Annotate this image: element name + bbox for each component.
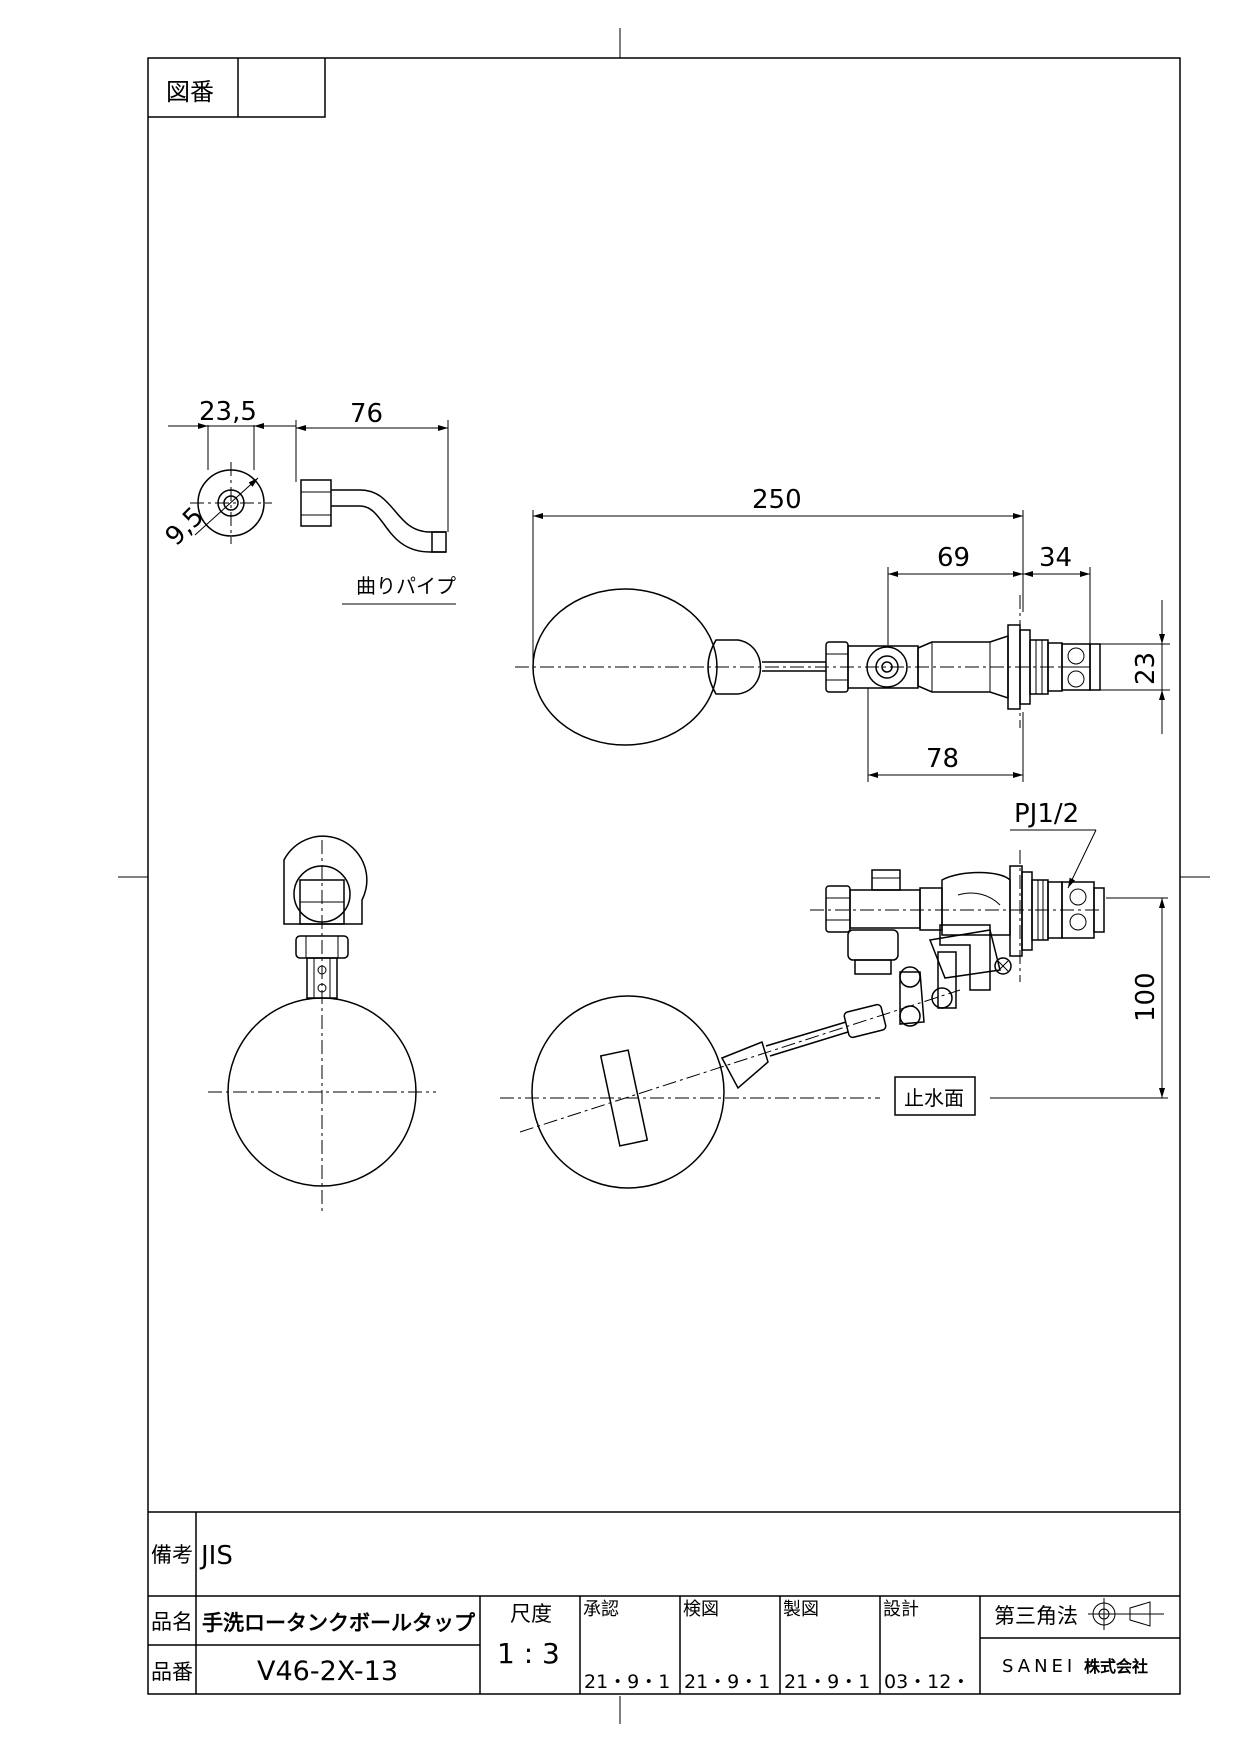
product-name-label: 品名	[151, 1610, 193, 1634]
dim-pipe-width: 23,5	[199, 397, 257, 427]
dim-total-length: 250	[752, 485, 802, 515]
bent-pipe-detail: 9,5 23,5 76 曲りパイプ	[160, 397, 456, 605]
drawing-number-box: 図番	[148, 58, 326, 118]
centering-marks	[118, 28, 1210, 1724]
dim-nut-height: 23	[1131, 652, 1161, 685]
bent-pipe-label: 曲りパイプ	[356, 574, 456, 598]
projection-label: 第三角法	[994, 1604, 1078, 1628]
company-name: SANEI	[1002, 1656, 1076, 1677]
scale-value: 1 : 3	[497, 1637, 560, 1670]
dim-body-to-flange: 78	[926, 744, 959, 774]
dim-nut-length: 34	[1039, 543, 1072, 573]
side-view	[208, 835, 436, 1212]
scale-label: 尺度	[510, 1602, 552, 1626]
product-number: V46-2X-13	[257, 1656, 398, 1687]
water-stop-level-label: 止水面	[904, 1086, 964, 1110]
dim-thread: PJ1/2	[1014, 799, 1079, 829]
drawn-date: 21・9・1	[784, 1671, 870, 1693]
company-suffix: 株式会社	[1084, 1657, 1148, 1676]
design-date: 03・12・	[884, 1671, 970, 1693]
top-view: 250 69 34 23 78	[515, 485, 1170, 782]
approved-date: 21・9・1	[584, 1671, 670, 1693]
checked-date: 21・9・1	[684, 1671, 770, 1693]
title-block: 備考 JIS 品名 手洗ロータンクボールタップ 品番 V46-2X-13 尺度 …	[148, 1511, 1180, 1694]
remarks-value: JIS	[199, 1541, 233, 1571]
product-number-label: 品番	[151, 1660, 193, 1684]
design-label: 設計	[883, 1599, 919, 1620]
third-angle-projection-icon	[1088, 1598, 1164, 1630]
dim-pipe-length: 76	[350, 399, 383, 429]
checked-label: 検図	[683, 1599, 719, 1620]
drawing-number-label: 図番	[166, 78, 214, 106]
dim-body-length: 69	[937, 543, 970, 573]
dim-pipe-diameter: 9,5	[160, 501, 210, 551]
dim-water-level-height: 100	[1131, 972, 1161, 1022]
drawn-label: 製図	[783, 1599, 819, 1620]
approved-label: 承認	[583, 1599, 619, 1620]
remarks-label: 備考	[151, 1543, 193, 1567]
drawing-border	[147, 57, 1181, 1695]
product-name: 手洗ロータンクボールタップ	[202, 1611, 476, 1635]
front-view: PJ1/2 100 止水面	[500, 799, 1168, 1189]
